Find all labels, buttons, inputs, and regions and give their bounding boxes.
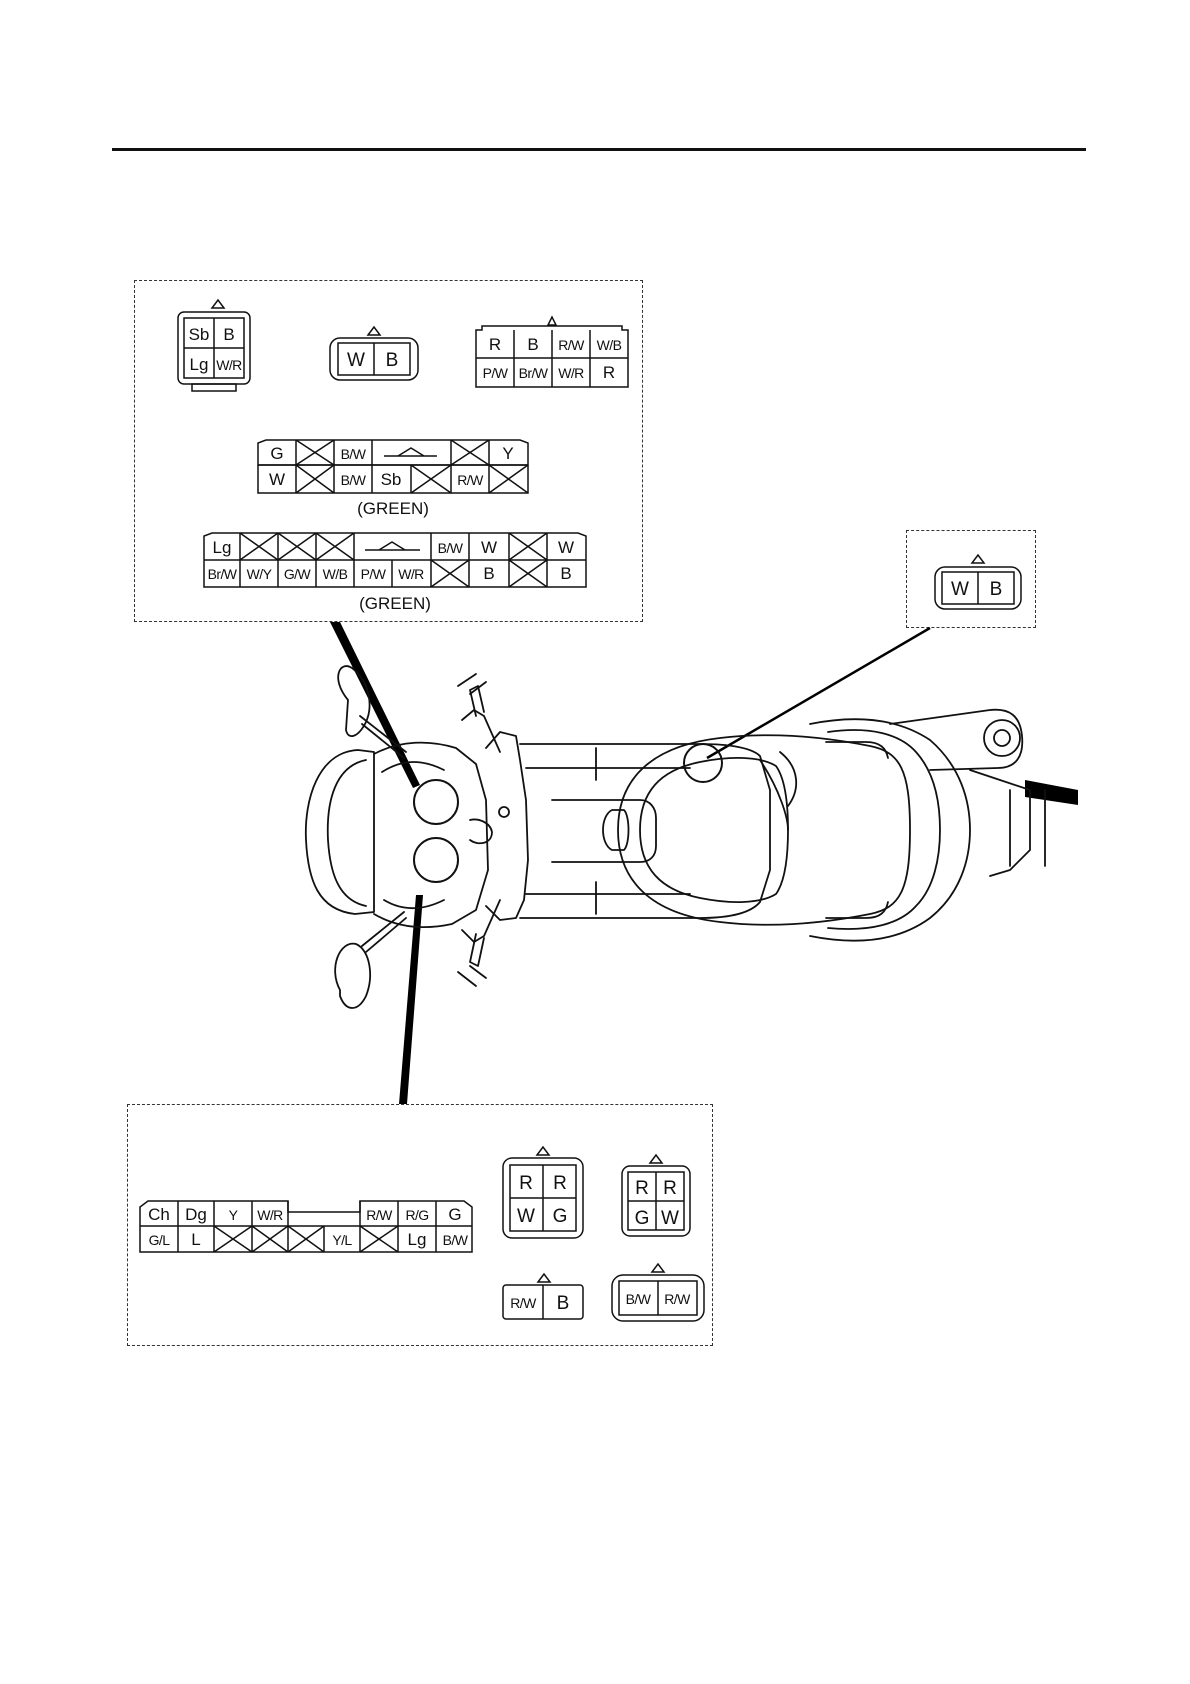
scooter-top-view-icon <box>0 0 1190 1684</box>
manual-page: Sb B Lg W/R W B R B R/W W/B P/W Br/W W/R… <box>0 0 1190 1684</box>
